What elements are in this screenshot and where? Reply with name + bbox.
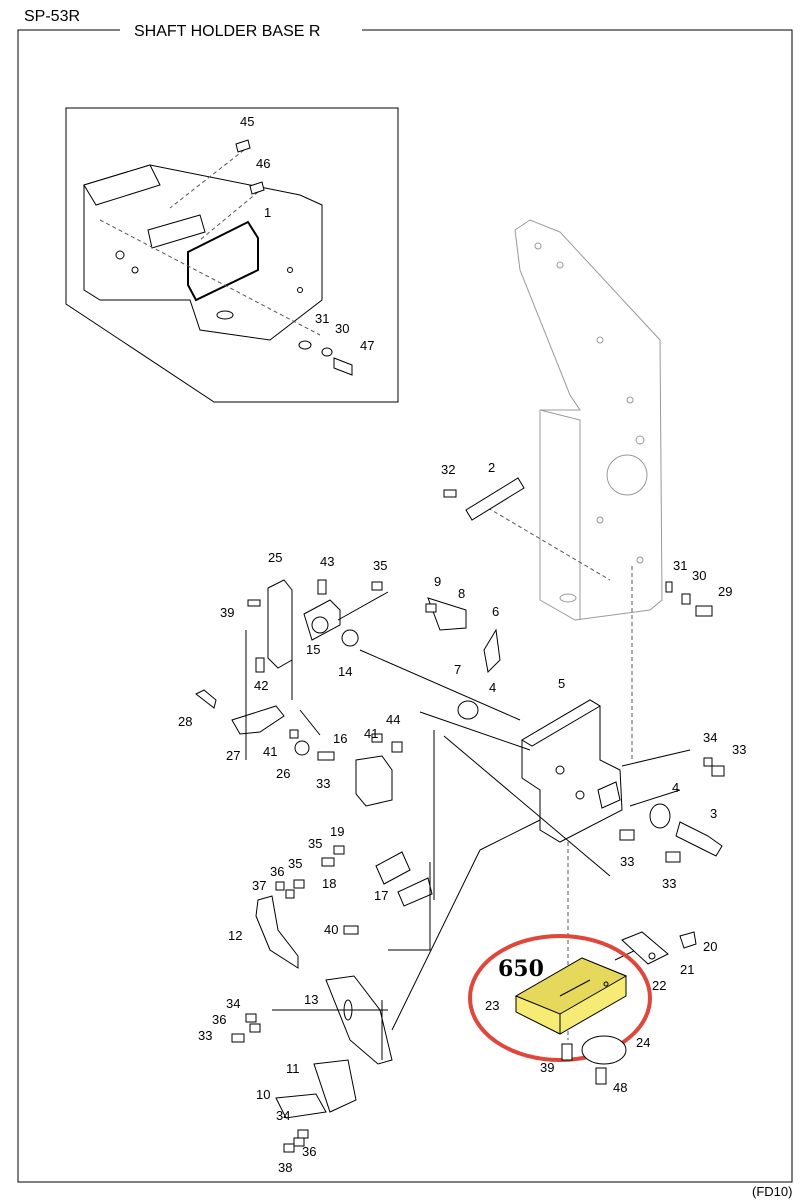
callout-label: 24: [636, 1035, 650, 1050]
callout-label: 13: [304, 992, 318, 1007]
callout-label: 21: [680, 962, 694, 977]
callout-label: 5: [558, 676, 565, 691]
callout-label: 8: [458, 586, 465, 601]
callout-label: 34: [226, 996, 240, 1011]
callout-label: 44: [386, 712, 400, 727]
part-12-plate: [255, 895, 299, 969]
callout-label: 33: [198, 1028, 212, 1043]
callout-label: 12: [228, 928, 242, 943]
side-plate: [514, 219, 663, 621]
part-5-block: [521, 699, 623, 843]
callout-label: 39: [540, 1060, 554, 1075]
part-24-knob: [581, 1035, 627, 1065]
callout-label: 43: [320, 554, 334, 569]
callout-label: 10: [256, 1087, 270, 1102]
callout-label: 45: [240, 114, 254, 129]
callout-label: 18: [322, 876, 336, 891]
callout-label: 35: [373, 558, 387, 573]
part-11-bracket: [313, 1059, 357, 1113]
callout-label: 19: [330, 824, 344, 839]
callout-label: 29: [718, 584, 732, 599]
callout-label: 7: [454, 662, 461, 677]
page-title: SHAFT HOLDER BASE R: [134, 23, 320, 40]
callout-label: 16: [333, 731, 347, 746]
part-16-angle: [355, 755, 393, 807]
callout-label: 46: [256, 156, 270, 171]
callout-label: 3: [710, 806, 717, 821]
callout-label: 11: [286, 1061, 300, 1076]
part-10-plate: [275, 1093, 327, 1119]
highlight-label: 650: [498, 956, 544, 982]
highlight-circle: [468, 934, 652, 1062]
inset-shim: [187, 220, 259, 302]
callout-label: 37: [252, 878, 266, 893]
callout-label: 34: [703, 730, 717, 745]
part-3-pin: [675, 821, 723, 857]
callout-label: 33: [316, 776, 330, 791]
callout-label: 26: [276, 766, 290, 781]
callout-label: 36: [212, 1012, 226, 1027]
callout-label: 2: [488, 460, 495, 475]
callout-labels: 45 46 1 31 30 47 32 2 31 30 29 25 43 35 …: [178, 114, 746, 1175]
callout-label: 41: [364, 726, 378, 741]
model-code: SP-53R: [24, 8, 80, 25]
callout-label: 47: [360, 338, 374, 353]
callout-label: 17: [374, 888, 388, 903]
callout-label: 27: [226, 748, 240, 763]
callout-label: 1: [264, 205, 271, 220]
callout-label: 40: [324, 922, 338, 937]
callout-label: 32: [441, 462, 455, 477]
part-23-highlight: [514, 957, 628, 1035]
part-17-clip: [397, 877, 433, 907]
callout-label: 31: [315, 311, 329, 326]
callout-label: 22: [652, 978, 666, 993]
callout-label: 4: [489, 680, 496, 695]
callout-label: 20: [703, 939, 717, 954]
part-13-plate: [325, 975, 393, 1065]
callout-label: 35: [308, 836, 322, 851]
part-25-bracket: [267, 579, 293, 669]
callout-label: 33: [662, 876, 676, 891]
callout-label: 9: [434, 574, 441, 589]
callout-label: 34: [276, 1108, 290, 1123]
part-2-bar: [465, 477, 525, 521]
footer-code: (FD10): [752, 1184, 792, 1199]
callout-label: 30: [692, 568, 706, 583]
callout-label: 36: [302, 1144, 316, 1159]
callout-label: 15: [306, 642, 320, 657]
callout-label: 41: [263, 744, 277, 759]
callout-label: 14: [338, 664, 352, 679]
callout-label: 25: [268, 550, 282, 565]
inset-box: [65, 107, 399, 403]
part-21-plate: [621, 931, 669, 965]
callout-label: 33: [620, 854, 634, 869]
callout-label: 38: [278, 1160, 292, 1175]
callout-label: 39: [220, 605, 234, 620]
callout-label: 6: [492, 604, 499, 619]
callout-label: 36: [270, 864, 284, 879]
callout-label: 33: [732, 742, 746, 757]
callout-label: 35: [288, 856, 302, 871]
callout-label: 31: [673, 558, 687, 573]
callout-label: 4: [672, 780, 679, 795]
callout-label: 28: [178, 714, 192, 729]
callout-label: 48: [613, 1080, 627, 1095]
part-4-bush: [457, 700, 479, 720]
callout-label: 42: [254, 678, 268, 693]
callout-label: 23: [485, 998, 499, 1013]
callout-label: 30: [335, 321, 349, 336]
frame-border: [17, 29, 793, 1183]
hardware: [231, 579, 725, 1153]
